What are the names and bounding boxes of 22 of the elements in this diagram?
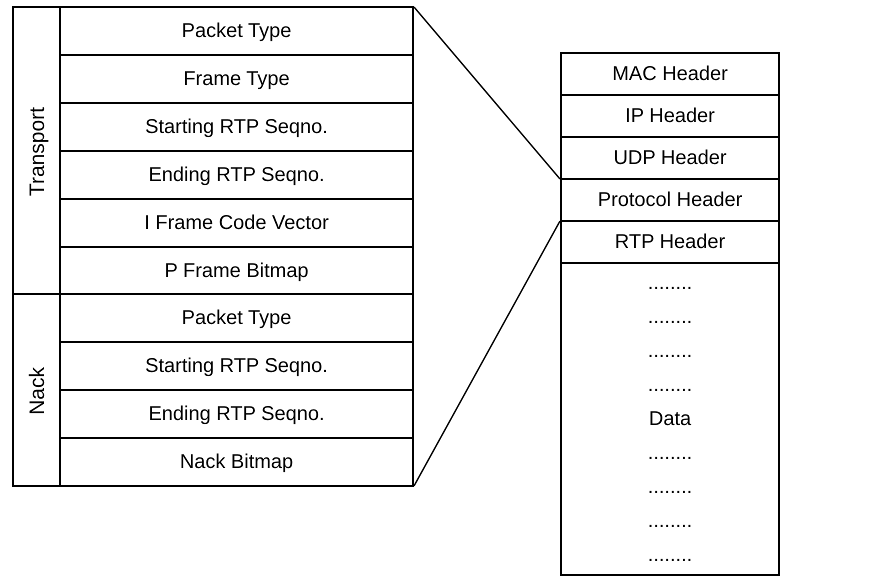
placeholder-dots: ........	[648, 509, 692, 534]
header-field: RTP Header	[560, 220, 780, 264]
placeholder-dots: ........	[648, 271, 692, 296]
placeholder-dots: ........	[648, 305, 692, 330]
data-field	[560, 262, 780, 576]
packet-format-box	[12, 6, 414, 487]
header-field: IP Header	[560, 94, 780, 138]
field-label: Data	[648, 407, 692, 432]
header-field: Protocol Header	[560, 178, 780, 222]
header-field: UDP Header	[560, 136, 780, 180]
placeholder-dots: ........	[648, 373, 692, 398]
placeholder-dots: ........	[648, 543, 692, 568]
group-label: Nack	[26, 367, 50, 415]
placeholder-dots: ........	[648, 441, 692, 466]
group-label: Transport	[26, 106, 50, 196]
header-field: MAC Header	[560, 52, 780, 96]
placeholder-dots: ........	[648, 475, 692, 500]
placeholder-dots: ........	[648, 339, 692, 364]
expansion-line	[413, 220, 561, 486]
header-field: Packet Type	[59, 293, 414, 343]
expansion-line	[413, 6, 561, 180]
field-group	[14, 293, 412, 487]
